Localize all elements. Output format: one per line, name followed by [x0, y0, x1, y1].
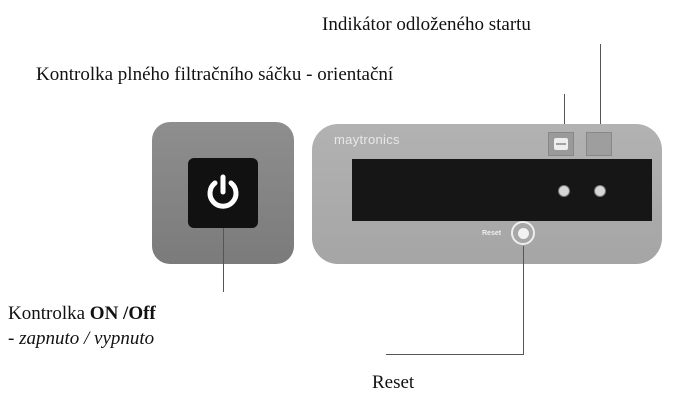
reset-button-dot: [517, 227, 529, 239]
on-off-note: - zapnuto / vypnuto: [8, 328, 155, 349]
reset-label: Reset: [372, 372, 415, 393]
delayed-start-label: Indikátor odloženého startu: [322, 14, 531, 35]
control-panel: maytronics Reset: [312, 124, 662, 264]
reset-leader-vertical: [523, 246, 524, 354]
delayed-start-leader: [600, 44, 601, 166]
on-off-label: Kontrolka ON /Off: [8, 303, 156, 325]
power-button[interactable]: [188, 158, 258, 228]
filter-bag-led: [558, 185, 570, 197]
filter-bag-icon: [548, 132, 574, 156]
delayed-start-led: [594, 185, 606, 197]
brand-logo: maytronics: [334, 132, 400, 147]
power-icon: [207, 174, 239, 209]
on-off-prefix: Kontrolka: [8, 303, 90, 324]
reset-button[interactable]: [511, 221, 535, 245]
reset-button-label: Reset: [482, 230, 502, 237]
on-off-bold: ON /Off: [89, 303, 156, 324]
display-window: [352, 159, 652, 221]
full-filter-bag-label: Kontrolka plného filtračního sáčku - ori…: [36, 64, 394, 85]
on-off-leader: [223, 228, 224, 292]
timer-icon: [586, 132, 612, 156]
reset-leader-horizontal: [386, 354, 524, 355]
